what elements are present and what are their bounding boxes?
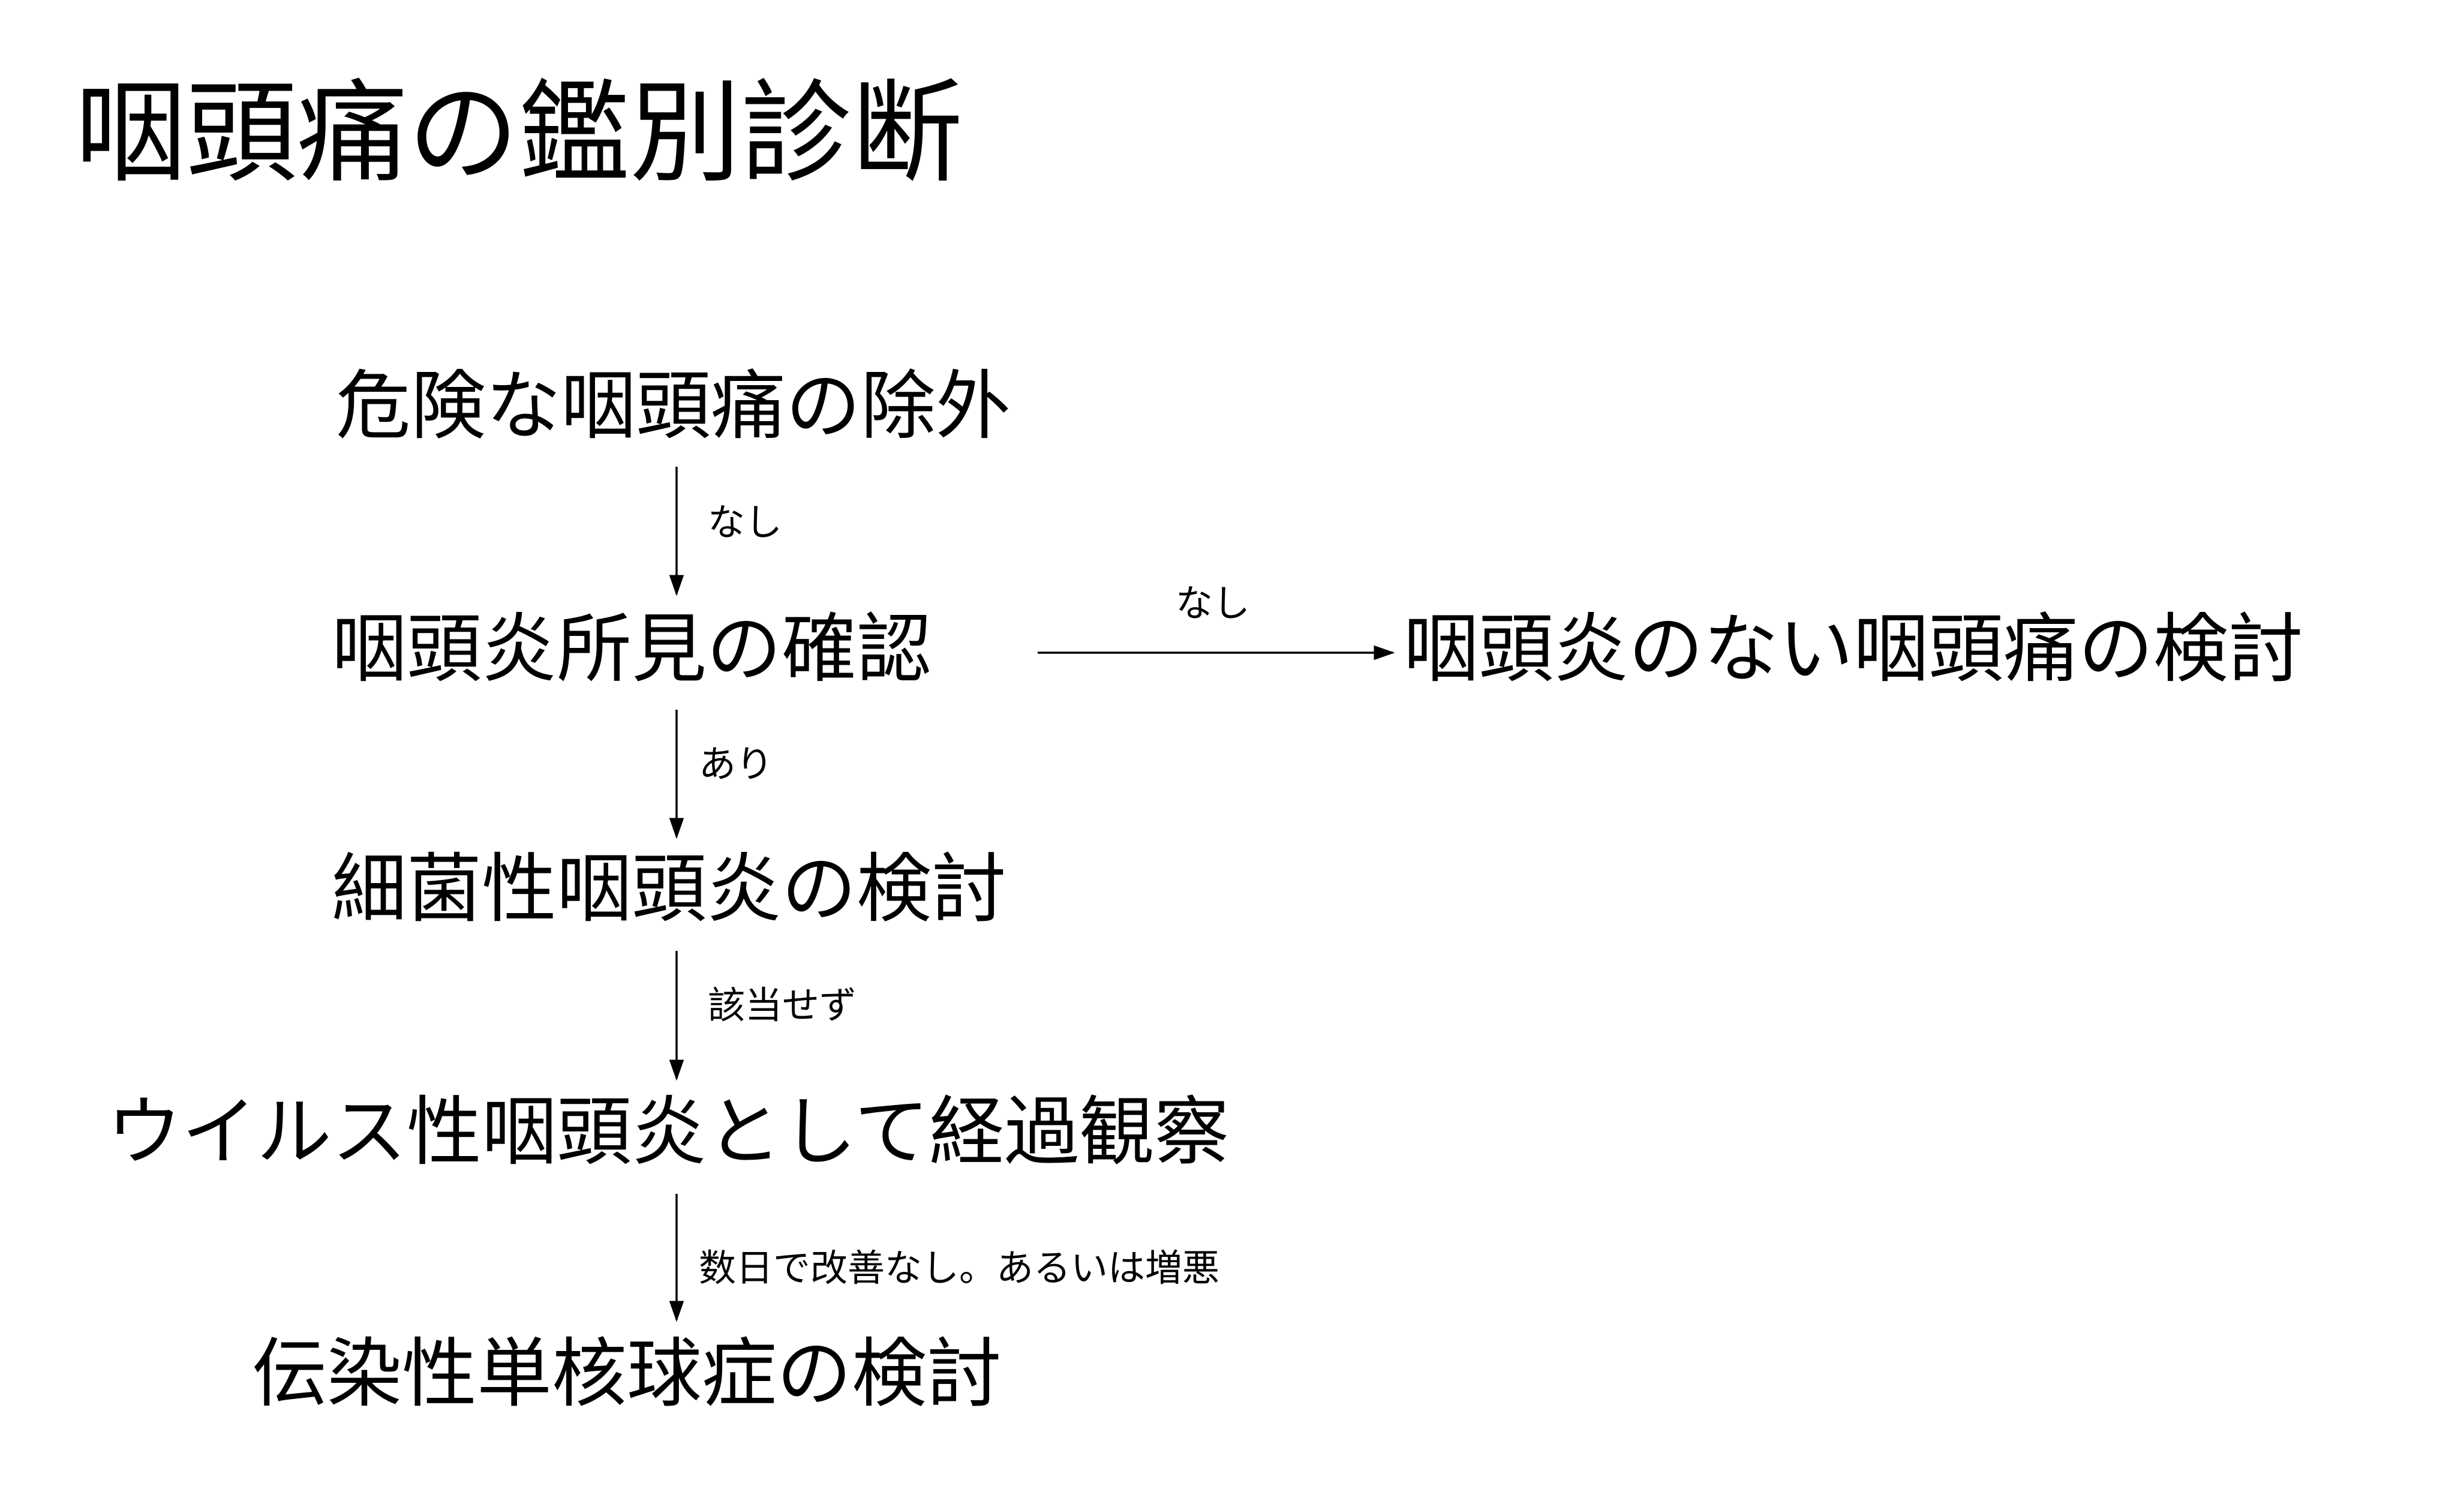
edge-label-1: なし (708, 500, 783, 544)
edge-label-2: なし (1176, 581, 1251, 625)
node-no-pharyngitis: 咽頭炎のない咽頭痛の検討 (1404, 606, 2303, 693)
edge-label-3: あり (699, 742, 774, 786)
edge-label-4: 該当せず (708, 983, 857, 1027)
node-exclude-dangerous: 危険な咽頭痛の除外 (336, 363, 1011, 450)
edge-label-5: 数日で改善なし。あるいは増悪 (699, 1246, 1220, 1290)
page-title: 咽頭痛の鑑別診断 (75, 68, 963, 198)
node-bacterial: 細菌性咽頭炎の検討 (332, 846, 1006, 933)
node-mono: 伝染性単核球症の検討 (252, 1331, 1002, 1418)
node-check-pharyngitis: 咽頭炎所見の確認 (332, 606, 931, 693)
node-viral: ウイルス性咽頭炎として経過観察 (107, 1089, 1230, 1176)
